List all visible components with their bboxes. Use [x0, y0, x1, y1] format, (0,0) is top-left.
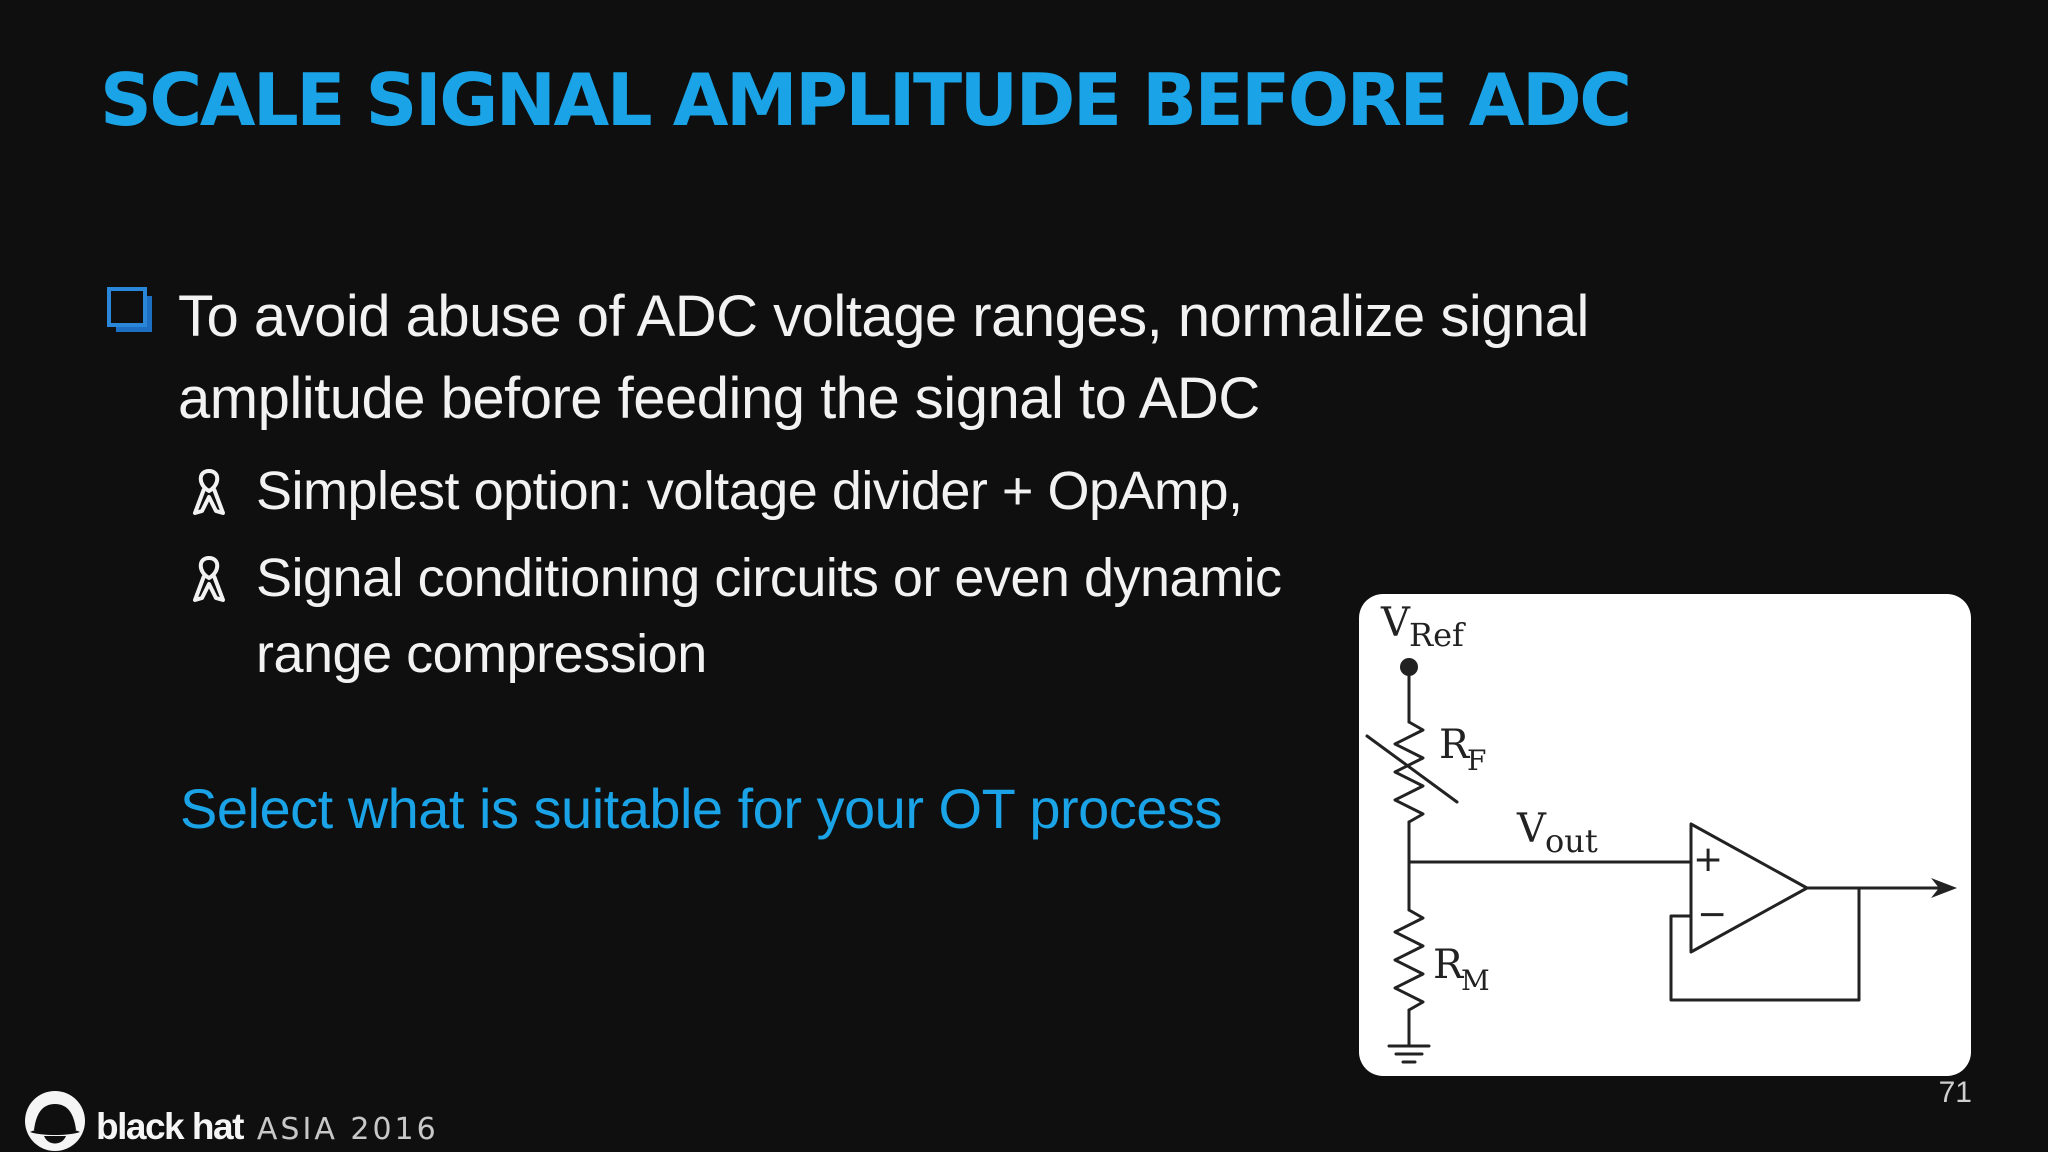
ribbon-icon — [193, 555, 225, 602]
variable-arrow — [1365, 734, 1459, 804]
footer-brand: black hat ASIA 2016 — [22, 1090, 439, 1152]
ground-symbol — [1387, 1044, 1431, 1064]
label-rf: R — [1439, 722, 1471, 768]
slide-title: SCALE SIGNAL AMPLITUDE BEFORE ADC — [100, 58, 1632, 142]
label-rf-sub: F — [1467, 744, 1486, 777]
main-bullet: To avoid abuse of ADC voltage ranges, no… — [106, 276, 1746, 440]
ribbon-icon — [193, 468, 225, 515]
output-arrowhead — [1931, 878, 1957, 898]
label-minus: − — [1697, 894, 1727, 935]
label-vref: V — [1380, 600, 1411, 646]
label-vout-sub: out — [1545, 822, 1598, 860]
main-bullet-text: To avoid abuse of ADC voltage ranges, no… — [178, 284, 1589, 431]
label-vref-sub: Ref — [1409, 616, 1466, 654]
black-hat-logo-icon — [25, 1091, 85, 1151]
label-vout: V — [1516, 806, 1547, 852]
vref-node — [1400, 658, 1418, 676]
circuit-svg: V Ref R F V out R M + − — [1365, 600, 1957, 1064]
brand-name: black hat — [96, 1106, 244, 1147]
label-rm: R — [1433, 942, 1465, 988]
page-number: 71 — [1938, 1076, 1972, 1109]
opamp-symbol — [1689, 822, 1809, 954]
sub-bullet-text: Simplest option: voltage divider + OpAmp… — [256, 461, 1243, 521]
resistor-rm — [1393, 908, 1425, 1012]
resistor-rf — [1393, 720, 1425, 824]
sub-bullet: Signal conditioning circuits or even dyn… — [190, 540, 1290, 692]
label-rm-sub: M — [1461, 964, 1490, 997]
event-name: ASIA 2016 — [256, 1111, 439, 1147]
feedback-wire — [1669, 886, 1861, 1002]
highlight-text: Select what is suitable for your OT proc… — [180, 777, 1222, 840]
sub-bullet-text: Signal conditioning circuits or even dyn… — [256, 548, 1282, 684]
checkbox-icon — [107, 287, 152, 332]
sub-bullet: Simplest option: voltage divider + OpAmp… — [190, 453, 1290, 529]
circuit-diagram: V Ref R F V out R M + − — [1359, 594, 1971, 1076]
label-plus: + — [1693, 839, 1723, 880]
